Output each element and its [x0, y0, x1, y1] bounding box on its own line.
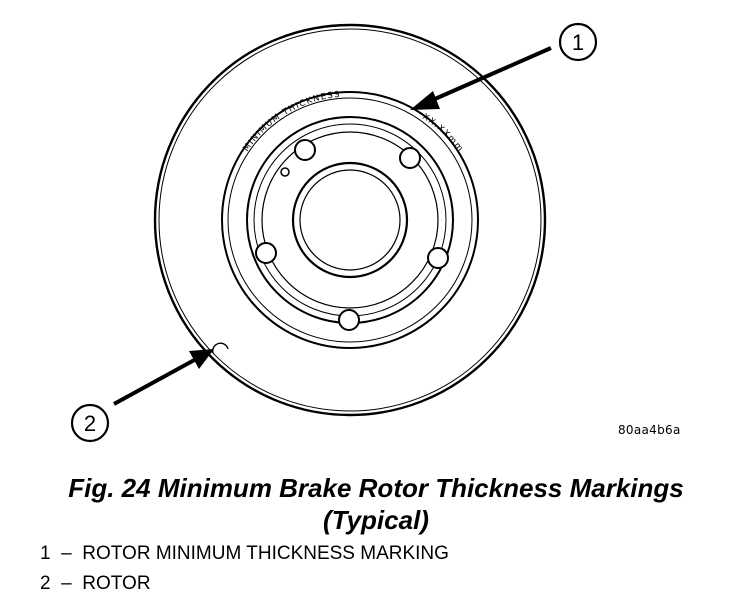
callout-2-circle [70, 403, 110, 443]
hub-ring-5 [261, 131, 439, 309]
callout-2-arrowhead [189, 349, 214, 369]
rotor-outer-edge [153, 23, 547, 417]
lug-hole-5 [255, 242, 277, 264]
legend-item-label: ROTOR MINIMUM THICKNESS MARKING [82, 543, 449, 564]
lug-hole-4 [338, 309, 360, 331]
rotor-outer-edge-inner-line [158, 28, 542, 412]
callout-1-circle [558, 22, 598, 62]
lug-hole-1 [294, 139, 316, 161]
callout-2-number: 2 [84, 411, 96, 436]
figure-reference-code: 80aa4b6a [618, 423, 681, 437]
legend-item-number: 2 [40, 573, 51, 594]
legend-item-separator: – [61, 543, 72, 564]
callout-1-arrowhead [410, 91, 440, 110]
legend-item-separator: – [61, 573, 72, 594]
lug-hole-3 [427, 247, 449, 269]
legend-item-1: 1 – ROTOR MINIMUM THICKNESS MARKING [40, 542, 449, 566]
figure-caption: Fig. 24 Minimum Brake Rotor Thickness Ma… [68, 473, 684, 503]
callout-1-leader [427, 46, 552, 104]
hub-ring-2 [227, 97, 473, 343]
rotor-edge-marker [212, 342, 229, 354]
legend-item-2: 2 – ROTOR [40, 572, 151, 596]
lug-hole-2 [399, 147, 421, 169]
center-bore-inner [299, 169, 401, 271]
hub-ring-outer [221, 91, 479, 349]
brake-rotor-diagram: MINIMUM THICKNESS XX.XXmm 1 2 [70, 22, 598, 443]
callout-1-number: 1 [572, 30, 584, 55]
legend-item-label: ROTOR [82, 573, 151, 594]
figure-caption-subtitle: (Typical) [323, 505, 429, 535]
legend-item-number: 1 [40, 543, 51, 564]
callout-2-leader [113, 356, 199, 406]
center-bore-outer [291, 161, 409, 279]
small-locator-hole [280, 167, 290, 177]
